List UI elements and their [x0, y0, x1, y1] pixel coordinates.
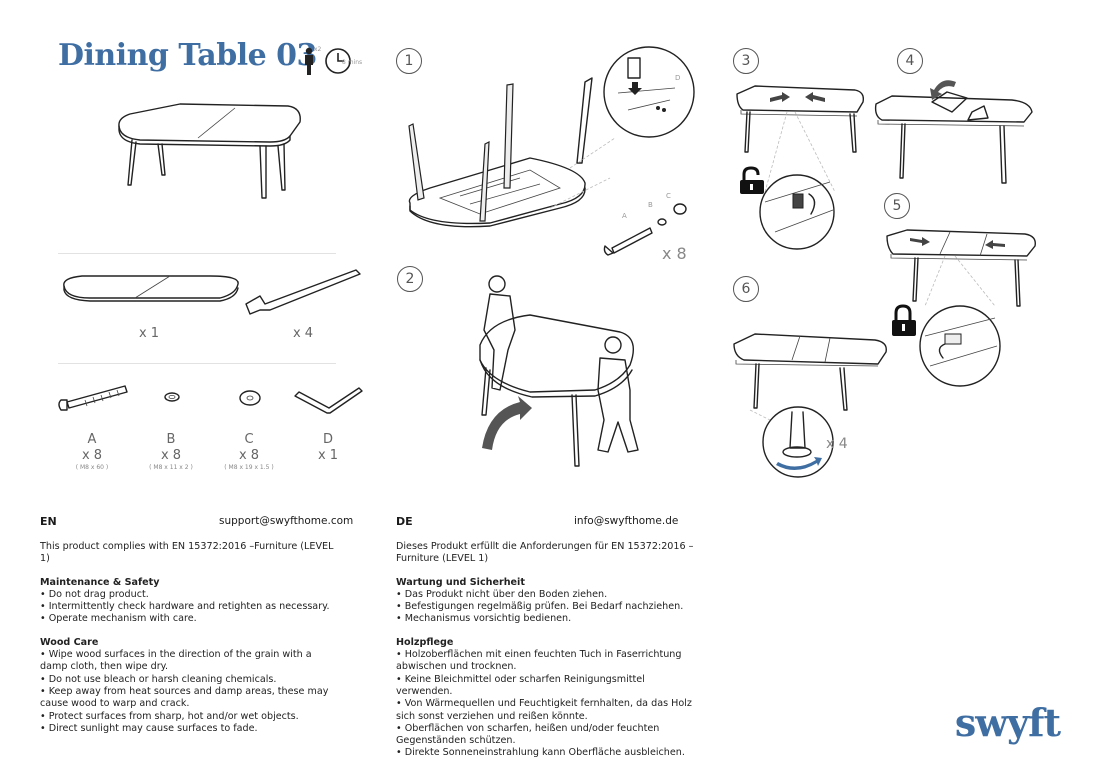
en-wood-item: • Protect surfaces from sharp, hot and/o…	[40, 710, 299, 722]
bolt-a-icon	[58, 385, 128, 411]
de-maint-item: • Befestigungen regelmäßig prüfen. Bei B…	[396, 601, 684, 613]
step-6-detail-circle	[762, 406, 834, 478]
hardware-d-letter: D	[322, 432, 333, 447]
leg-qty: x 4	[292, 326, 314, 341]
tabletop-part	[63, 275, 239, 302]
step-1-bolt-detail: A B C	[603, 192, 687, 256]
step-4-illustration	[874, 80, 1033, 184]
hardware-illustration	[58, 385, 363, 414]
step-3-number: 3	[733, 48, 759, 74]
hardware-d-qty: x 1	[317, 448, 339, 463]
clock-icon	[325, 48, 351, 74]
hardware-a-qty: x 8	[81, 448, 103, 463]
unlock-icon	[740, 166, 764, 194]
arrow-left-icon	[770, 92, 790, 102]
de-lang-tag: DE	[396, 515, 413, 528]
arrow-right-icon	[805, 92, 825, 102]
de-maint-item: • Mechanismus vorsichtig bedienen.	[396, 613, 572, 625]
time-estimate: 8 mins	[342, 59, 362, 66]
washer-b-icon	[164, 392, 180, 402]
hardware-b-qty: x 8	[160, 448, 182, 463]
hardware-a-spec: ( M8 x 60 )	[75, 464, 109, 471]
en-maint-item: • Operate mechanism with care.	[40, 613, 197, 625]
en-support-email[interactable]: support@swyfthome.com	[219, 515, 354, 527]
en-wood-item: • Direct sunlight may cause surfaces to …	[40, 722, 258, 734]
step-2-illustration	[479, 275, 639, 467]
persons-count: x2	[314, 46, 322, 53]
upside-down-table	[408, 83, 586, 228]
arrow-left-icon	[985, 240, 1005, 249]
en-wood-item: • Keep away from heat sources and damp a…	[40, 685, 329, 710]
de-wood-item: • Keine Bleichmittel oder scharfen Reini…	[396, 673, 645, 697]
step-1-detail-circle: D	[603, 46, 695, 138]
latch-icon	[944, 333, 962, 345]
rotate-arrow-icon	[776, 457, 822, 471]
step-6-foot-qty: x 4	[826, 436, 848, 452]
hardware-b-spec: ( M8 x 11 x 2 )	[149, 464, 193, 471]
header-icons: x2 8 mins	[305, 46, 362, 75]
step-3-detail-circle	[759, 174, 835, 250]
label-c: C	[666, 192, 671, 200]
de-text-block: Dieses Produkt erfüllt die Anforderungen…	[396, 541, 696, 760]
step-5-detail-circle	[919, 305, 1001, 387]
de-maint-heading: Wartung und Sicherheit	[396, 576, 525, 588]
person-figure	[597, 336, 639, 453]
parts-illustration	[63, 269, 361, 315]
de-wood-item: • Oberflächen von scharfen, heißen und/o…	[396, 722, 660, 747]
en-maint-heading: Maintenance & Safety	[40, 576, 160, 588]
folding-leaf	[931, 91, 968, 113]
arrow-right-icon	[910, 237, 930, 246]
de-support-email[interactable]: info@swyfthome.de	[574, 515, 679, 527]
step-3-illustration	[736, 85, 865, 250]
hardware-c-spec: ( M8 x 19 x 1.5 )	[224, 464, 274, 471]
assembled-table-illustration	[118, 103, 301, 199]
step-1-bolt-qty: x 8	[662, 244, 687, 263]
page-title: Dining Table 03	[58, 38, 317, 73]
step-1-illustration: D A B C	[408, 46, 695, 256]
step-5-number: 5	[884, 193, 910, 219]
person-icon	[305, 47, 313, 75]
en-wood-heading: Wood Care	[40, 636, 99, 648]
brand-logo: swyft	[954, 700, 1061, 745]
step-1-number: 1	[396, 48, 422, 74]
hardware-a-letter: A	[87, 432, 97, 447]
hardware-b-letter: B	[166, 432, 176, 447]
step-6-illustration	[733, 333, 887, 478]
de-wood-heading: Holzpflege	[396, 636, 454, 648]
label-d: D	[675, 74, 680, 82]
en-lang-tag: EN	[40, 515, 57, 528]
label-a: A	[622, 212, 627, 220]
washer-c-icon	[239, 390, 261, 406]
en-maint-item: • Do not drag product.	[40, 588, 149, 600]
de-compliance: Dieses Produkt erfüllt die Anforderungen…	[396, 541, 694, 565]
person-figure	[483, 275, 516, 391]
de-maint-item: • Das Produkt nicht über den Boden ziehe…	[396, 588, 608, 600]
en-maint-item: • Intermittently check hardware and reti…	[40, 601, 330, 613]
en-wood-item: • Do not use bleach or harsh cleaning ch…	[40, 673, 277, 685]
step-4-number: 4	[897, 48, 923, 74]
step-2-number: 2	[397, 266, 423, 292]
divider	[58, 253, 336, 254]
lock-icon	[892, 304, 916, 336]
allen-key-d-icon	[294, 387, 363, 414]
leg-part	[245, 269, 361, 315]
label-b: B	[648, 201, 653, 209]
divider	[58, 363, 336, 364]
en-wood-item: • Wipe wood surfaces in the direction of…	[40, 649, 312, 673]
step-5-illustration	[886, 229, 1036, 387]
rotate-arrow-icon	[482, 396, 532, 450]
hardware-c-qty: x 8	[238, 448, 260, 463]
de-wood-item: • Direkte Sonneneinstrahlung kann Oberfl…	[396, 747, 685, 759]
latch-icon	[792, 193, 804, 209]
de-wood-item: • Von Wärmequellen und Feuchtigkeit fern…	[396, 698, 692, 722]
step-6-number: 6	[733, 276, 759, 302]
en-text-block: This product complies with EN 15372:2016…	[40, 541, 340, 735]
hardware-c-letter: C	[244, 432, 254, 447]
tabletop-qty: x 1	[138, 326, 160, 341]
rotate-arrow-icon	[930, 80, 956, 100]
de-wood-item: • Holzoberflächen mit einen feuchten Tuc…	[396, 649, 682, 673]
en-compliance: This product complies with EN 15372:2016…	[40, 541, 334, 565]
